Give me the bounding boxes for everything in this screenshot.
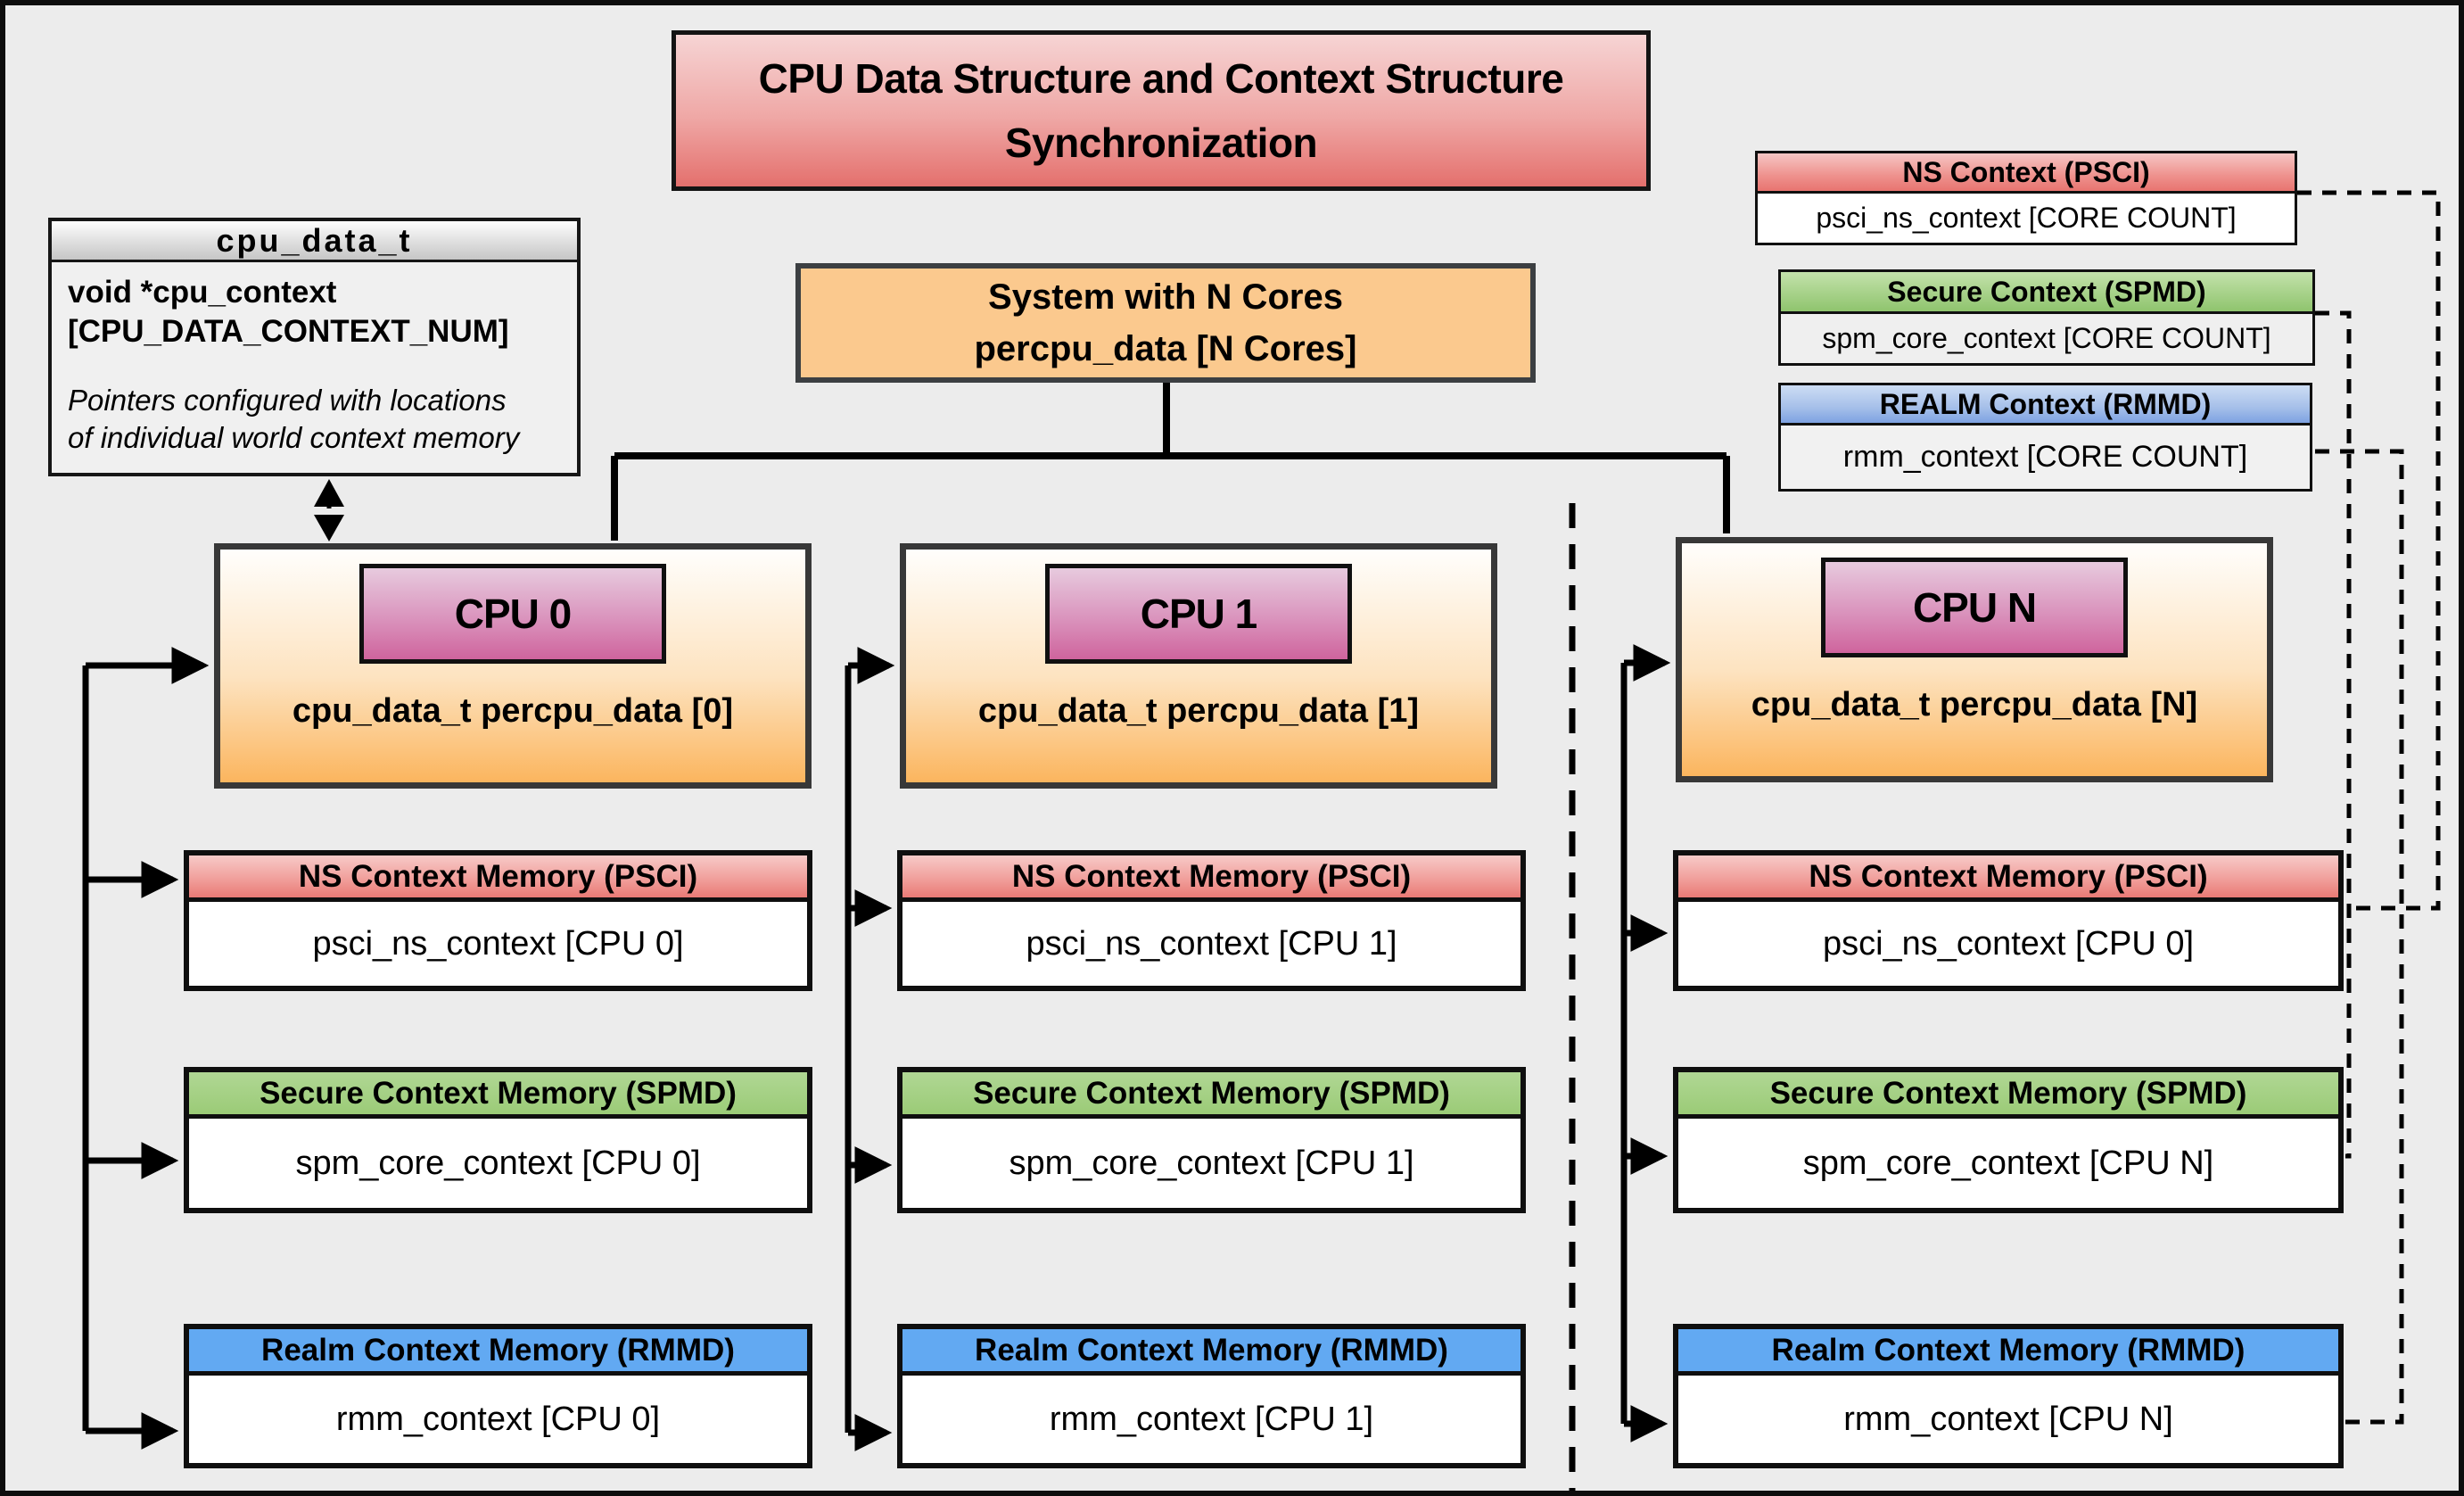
cpun-ns-context-body: psci_ns_context [CPU 0] xyxy=(1822,924,2195,963)
cpu-data-t-box: cpu_data_t void *cpu_context [CPU_DATA_C… xyxy=(48,218,581,476)
cpun-realm-context-box: Realm Context Memory (RMMD) rmm_context … xyxy=(1673,1324,2344,1468)
cpun-realm-context-body: rmm_context [CPU N] xyxy=(1843,1400,2173,1438)
cpun-ns-context-box: NS Context Memory (PSCI) psci_ns_context… xyxy=(1673,850,2344,991)
system-box: System with N Cores percpu_data [N Cores… xyxy=(795,263,1536,383)
diagram-title-line1: CPU Data Structure and Context Structure xyxy=(758,55,1564,102)
cpu1-secure-context-box: Secure Context Memory (SPMD) spm_core_co… xyxy=(897,1067,1526,1213)
cpu0-secure-context-box: Secure Context Memory (SPMD) spm_core_co… xyxy=(184,1067,812,1213)
cpu-data-t-field-line2: [CPU_DATA_CONTEXT_NUM] xyxy=(68,314,509,349)
cpu-data-t-note-line2: of individual world context memory xyxy=(68,421,520,454)
cpun-secure-context-header: Secure Context Memory (SPMD) xyxy=(1678,1072,2338,1119)
cpu0-box: CPU 0 cpu_data_t percpu_data [0] xyxy=(214,543,812,789)
cpun-data-text: cpu_data_t percpu_data [N] xyxy=(1751,686,2198,723)
cpu0-pointer-chain xyxy=(82,647,210,1450)
cpu1-secure-context-body: spm_core_context [CPU 1] xyxy=(1009,1144,1414,1182)
legend-ns-body: psci_ns_context [CORE COUNT] xyxy=(1758,194,2295,243)
legend-secure-box: Secure Context (SPMD) spm_core_context [… xyxy=(1778,269,2315,366)
cpu0-secure-context-header: Secure Context Memory (SPMD) xyxy=(189,1072,807,1119)
cpu0-realm-context-box: Realm Context Memory (RMMD) rmm_context … xyxy=(184,1324,812,1468)
cpun-label: CPU N xyxy=(1821,558,2128,657)
cpu1-ns-context-box: NS Context Memory (PSCI) psci_ns_context… xyxy=(897,850,1526,991)
diagram-title: CPU Data Structure and Context Structure… xyxy=(672,30,1651,191)
cpu1-label: CPU 1 xyxy=(1045,564,1352,664)
system-branch xyxy=(611,383,1730,541)
cpu1-realm-context-box: Realm Context Memory (RMMD) rmm_context … xyxy=(897,1324,1526,1468)
cpu1-box: CPU 1 cpu_data_t percpu_data [1] xyxy=(900,543,1497,789)
connector-lines xyxy=(82,190,2441,1491)
legend-secure-header: Secure Context (SPMD) xyxy=(1781,272,2312,314)
cpu0-data-text: cpu_data_t percpu_data [0] xyxy=(292,692,734,730)
cpu1-realm-context-body: rmm_context [CPU 1] xyxy=(1049,1400,1374,1438)
legend-ns-header: NS Context (PSCI) xyxy=(1758,153,2295,194)
cpu-data-t-dashed-link xyxy=(314,479,344,541)
legend-ns-box: NS Context (PSCI) psci_ns_context [CORE … xyxy=(1755,151,2297,245)
cpu-data-t-header: cpu_data_t xyxy=(52,221,577,262)
cpu-data-t-note-line1: Pointers configured with locations xyxy=(68,384,507,417)
cpu0-realm-context-header: Realm Context Memory (RMMD) xyxy=(189,1329,807,1376)
cpun-ns-context-header: NS Context Memory (PSCI) xyxy=(1678,855,2338,902)
cpun-pointer-chain xyxy=(1620,644,1671,1442)
cpun-box: CPU N cpu_data_t percpu_data [N] xyxy=(1676,537,2273,782)
cpu0-label: CPU 0 xyxy=(359,564,666,664)
cpu0-ns-context-box: NS Context Memory (PSCI) psci_ns_context… xyxy=(184,850,812,991)
cpun-realm-context-header: Realm Context Memory (RMMD) xyxy=(1678,1329,2338,1376)
system-box-line1: System with N Cores xyxy=(988,277,1343,317)
legend-realm-dashed-link xyxy=(2315,449,2404,1425)
legend-ns-dashed-link xyxy=(2297,190,2441,911)
cpu1-data-text: cpu_data_t percpu_data [1] xyxy=(977,692,1420,730)
cpu0-realm-context-body: rmm_context [CPU 0] xyxy=(335,1400,661,1438)
cpu0-ns-context-header: NS Context Memory (PSCI) xyxy=(189,855,807,902)
legend-secure-dashed-link xyxy=(2315,310,2352,1159)
cpu1-ns-context-header: NS Context Memory (PSCI) xyxy=(902,855,1520,902)
cpu1-realm-context-header: Realm Context Memory (RMMD) xyxy=(902,1329,1520,1376)
cpu0-ns-context-body: psci_ns_context [CPU 0] xyxy=(312,924,684,963)
legend-realm-header: REALM Context (RMMD) xyxy=(1781,385,2310,426)
legend-realm-box: REALM Context (RMMD) rmm_context [CORE C… xyxy=(1778,383,2312,492)
cpu1-secure-context-header: Secure Context Memory (SPMD) xyxy=(902,1072,1520,1119)
cpu1-pointer-chain xyxy=(845,647,895,1451)
cpu-data-t-body: void *cpu_context [CPU_DATA_CONTEXT_NUM]… xyxy=(52,262,577,457)
cpu0-secure-context-body: spm_core_context [CPU 0] xyxy=(295,1144,701,1182)
system-box-line2: percpu_data [N Cores] xyxy=(974,329,1357,368)
cpu1-ns-context-body: psci_ns_context [CPU 1] xyxy=(1026,924,1397,963)
cpu-data-t-field-line1: void *cpu_context xyxy=(68,275,337,310)
cpun-secure-context-body: spm_core_context [CPU N] xyxy=(1802,1144,2214,1182)
legend-secure-body: spm_core_context [CORE COUNT] xyxy=(1781,314,2312,363)
legend-realm-body: rmm_context [CORE COUNT] xyxy=(1781,426,2310,489)
diagram-title-line2: Synchronization xyxy=(1004,120,1318,166)
cpun-secure-context-box: Secure Context Memory (SPMD) spm_core_co… xyxy=(1673,1067,2344,1213)
